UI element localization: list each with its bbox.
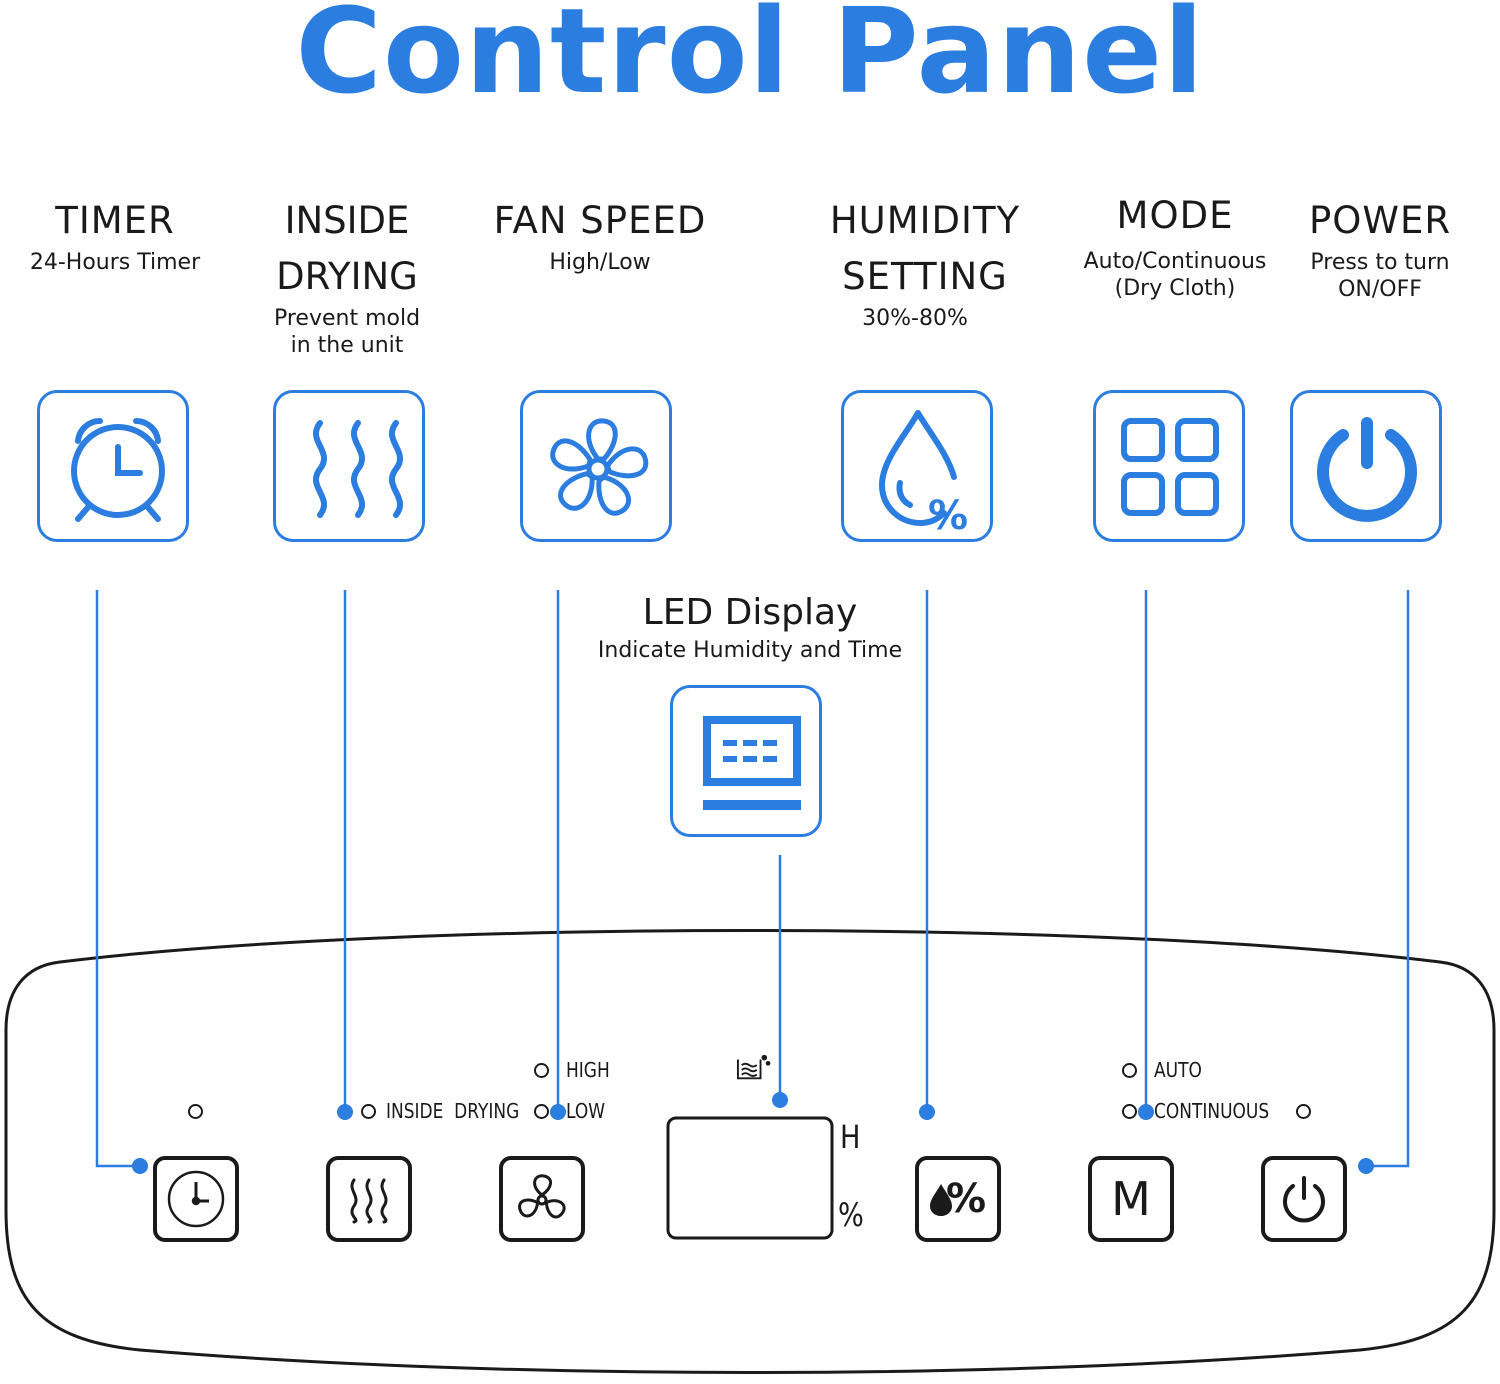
auto-indicator [1122, 1063, 1137, 1078]
feature-name: FAN SPEED [493, 199, 707, 242]
continuous-panel-label: CONTINUOUS [1154, 1099, 1270, 1123]
led-display-desc: Indicate Humidity and Time [597, 638, 903, 663]
feature-desc: Prevent mold in the unit [273, 306, 421, 358]
feature-name: MODE [1116, 194, 1234, 237]
page-title: Control Panel [295, 0, 1205, 120]
continuous-indicator [1122, 1104, 1137, 1119]
percent-unit-label: % [838, 1196, 864, 1234]
timer-button[interactable] [153, 1156, 239, 1242]
feature-desc: Auto/Continuous (Dry Cloth) [1083, 249, 1267, 301]
low-panel-label: LOW [566, 1099, 606, 1123]
feature-desc: 24-Hours Timer [29, 250, 201, 275]
display-screen-icon [703, 716, 801, 810]
display-screen-icon-box [670, 685, 822, 837]
mode-connector-dot [1138, 1104, 1154, 1120]
fan-icon [515, 1174, 569, 1222]
feature-desc: 30%-80% [862, 306, 968, 331]
power-connector [1366, 590, 1410, 1168]
led-display-name: LED Display [642, 592, 858, 633]
heat-waves-icon [350, 1178, 388, 1224]
led-screen [666, 1116, 834, 1240]
alarm-clock-icon [71, 417, 165, 522]
timer-connector [95, 590, 140, 1168]
water-drop-percent-icon-box: % [841, 390, 993, 542]
feature-fan-speed: FAN SPEED High/Low [480, 193, 720, 276]
humidity-button[interactable]: % [915, 1156, 1001, 1242]
svg-text:%: % [928, 493, 968, 539]
fan-icon [523, 418, 669, 539]
power-icon [1317, 417, 1417, 522]
timer-indicator [188, 1104, 203, 1119]
low-indicator [534, 1104, 549, 1119]
four-squares-icon [1121, 418, 1219, 516]
water-drop-icon [930, 1184, 952, 1216]
auto-panel-label: AUTO [1154, 1058, 1202, 1082]
water-tank-icon [737, 1054, 771, 1080]
four-squares-icon-box [1093, 390, 1245, 542]
inside-drying-panel-label: INSIDE DRYING [386, 1099, 520, 1123]
feature-inside-drying: INSIDE DRYING Prevent mold in the unit [222, 193, 472, 359]
power-icon-box [1290, 390, 1442, 542]
humidity-button-label: % [945, 1176, 987, 1222]
feature-name: HUMIDITY SETTING [829, 199, 1021, 298]
fan-connector-dot [550, 1104, 566, 1120]
feature-mode: MODE Auto/Continuous (Dry Cloth) [1060, 188, 1290, 302]
panel-outline [4, 929, 1496, 1374]
heat-waves-icon-box [273, 390, 425, 542]
feature-power: POWER Press to turn ON/OFF [1270, 193, 1490, 303]
clock-icon [167, 1170, 225, 1228]
inside-drying-indicator [361, 1104, 376, 1119]
feature-timer: TIMER 24-Hours Timer [0, 193, 230, 276]
inside-drying-button[interactable] [326, 1156, 412, 1242]
led-display-label: LED Display Indicate Humidity and Time [560, 590, 940, 666]
high-panel-label: HIGH [566, 1058, 610, 1082]
inside-drying-connector-dot [337, 1104, 353, 1120]
power-button[interactable] [1261, 1156, 1347, 1242]
humidity-connector-dot [919, 1104, 935, 1120]
h-unit-label: H [840, 1118, 861, 1156]
mode-button[interactable]: M [1088, 1156, 1174, 1242]
feature-name: TIMER [55, 199, 175, 242]
power-connector-dot [1358, 1158, 1374, 1174]
feature-name: INSIDE DRYING [276, 199, 418, 298]
feature-desc: Press to turn ON/OFF [1310, 250, 1450, 302]
power-icon [1283, 1176, 1325, 1223]
mode-button-label: M [1111, 1172, 1151, 1226]
high-indicator [534, 1063, 549, 1078]
feature-name: POWER [1308, 199, 1452, 242]
alarm-clock-icon-box [37, 390, 189, 542]
water-drop-percent-icon: % [878, 410, 968, 539]
fan-speed-button[interactable] [499, 1156, 585, 1242]
feature-humidity: HUMIDITY SETTING 30%-80% [800, 193, 1050, 332]
feature-desc: High/Low [549, 250, 651, 275]
timer-connector-dot [132, 1158, 148, 1174]
fan-icon-box [520, 390, 672, 542]
heat-waves-icon [313, 420, 403, 518]
power-indicator [1296, 1104, 1311, 1119]
led-connector-dot [772, 1092, 788, 1108]
